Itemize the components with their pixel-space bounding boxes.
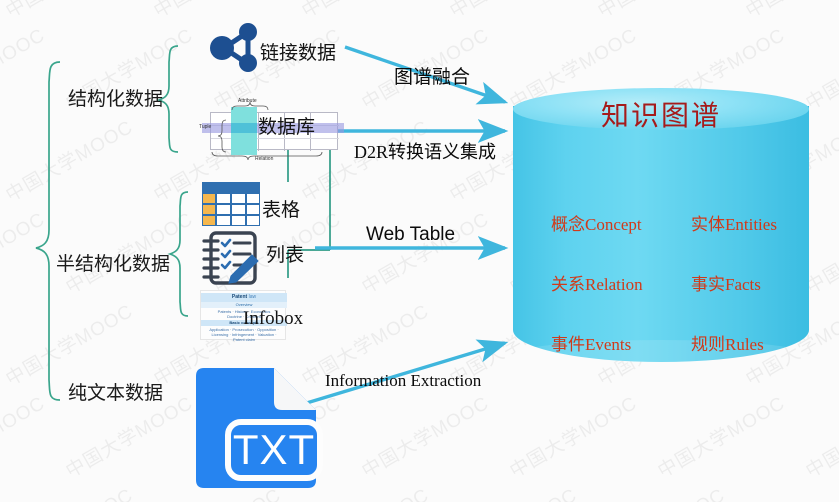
category-label-plain-text: 纯文本数据 bbox=[68, 383, 164, 404]
txt-file-icon: TXT bbox=[196, 368, 323, 488]
arrow-label-web-table: Web Table bbox=[366, 224, 456, 245]
infobox-line-1: Patents · History · Economics bbox=[217, 309, 271, 314]
category-label-structured: 结构化数据 bbox=[68, 89, 164, 110]
kg-item-events: 事件Events bbox=[551, 335, 632, 354]
cylinder-bottom-shade bbox=[513, 340, 809, 370]
wiki-infobox-icon: Patent law Overview Patents · History · … bbox=[200, 290, 287, 342]
arrow-label-d2r: D2R转换语义集成 bbox=[354, 142, 497, 162]
db-annotation-tuple: Tuple bbox=[199, 124, 212, 130]
brace-structured-sources bbox=[156, 45, 179, 153]
category-label-semi-structured: 半结构化数据 bbox=[56, 254, 171, 275]
infobox-line-5: Patent claim bbox=[232, 337, 255, 342]
kg-item-rules: 规则Rules bbox=[691, 335, 764, 354]
arrow-label-graph-fusion: 图谱融合 bbox=[394, 67, 471, 88]
db-annotation-attribute: Attribute bbox=[238, 98, 257, 104]
brace-all-categories bbox=[35, 61, 61, 401]
db-annotation-relation: Relation bbox=[255, 156, 274, 162]
infobox-title-tail: law bbox=[248, 294, 257, 300]
infobox-subtitle: Overview bbox=[201, 302, 287, 308]
infobox-title: Patent bbox=[231, 294, 248, 300]
kg-item-entities: 实体Entities bbox=[691, 215, 777, 234]
arrow-information-extraction bbox=[299, 339, 509, 407]
kg-item-facts: 事实Facts bbox=[691, 275, 761, 294]
source-label-linked-data: 链接数据 bbox=[260, 43, 337, 64]
cylinder-top-ellipse bbox=[513, 88, 809, 130]
knowledge-graph-cylinder: 知识图谱 概念Concept 实体Entities 关系Relation 事实F… bbox=[513, 88, 809, 380]
infobox-line-4: Licensing · Infringement · Valuation · bbox=[211, 332, 277, 337]
infobox-line-2: Doctrine · Criticism bbox=[227, 314, 261, 319]
network-nodes-icon bbox=[210, 23, 257, 72]
source-label-list: 列表 bbox=[266, 245, 305, 266]
database-table-icon: Attribute Tuple Relation bbox=[199, 98, 348, 164]
source-label-database: 数据库 bbox=[258, 117, 316, 138]
source-label-infobox: Infobox bbox=[243, 308, 304, 329]
brace-semistructured-sources bbox=[167, 191, 189, 317]
checklist-notebook-icon bbox=[202, 231, 259, 285]
source-label-table: 表格 bbox=[262, 200, 301, 221]
arrow-graph-fusion bbox=[344, 45, 509, 105]
txt-file-label: TXT bbox=[233, 426, 315, 473]
spreadsheet-table-icon bbox=[202, 182, 260, 226]
kg-item-concept: 概念Concept bbox=[551, 215, 642, 234]
infobox-line-3: Application · Prosecution · Opposition · bbox=[209, 327, 279, 332]
arrow-label-information-extraction: Information Extraction bbox=[325, 371, 482, 390]
kg-item-relation: 关系Relation bbox=[551, 275, 643, 294]
knowledge-graph-title: 知识图谱 bbox=[600, 101, 721, 132]
cylinder-body bbox=[513, 106, 809, 362]
infobox-band: Basic concepts bbox=[201, 320, 287, 326]
db-annotation-braces bbox=[211, 101, 323, 161]
